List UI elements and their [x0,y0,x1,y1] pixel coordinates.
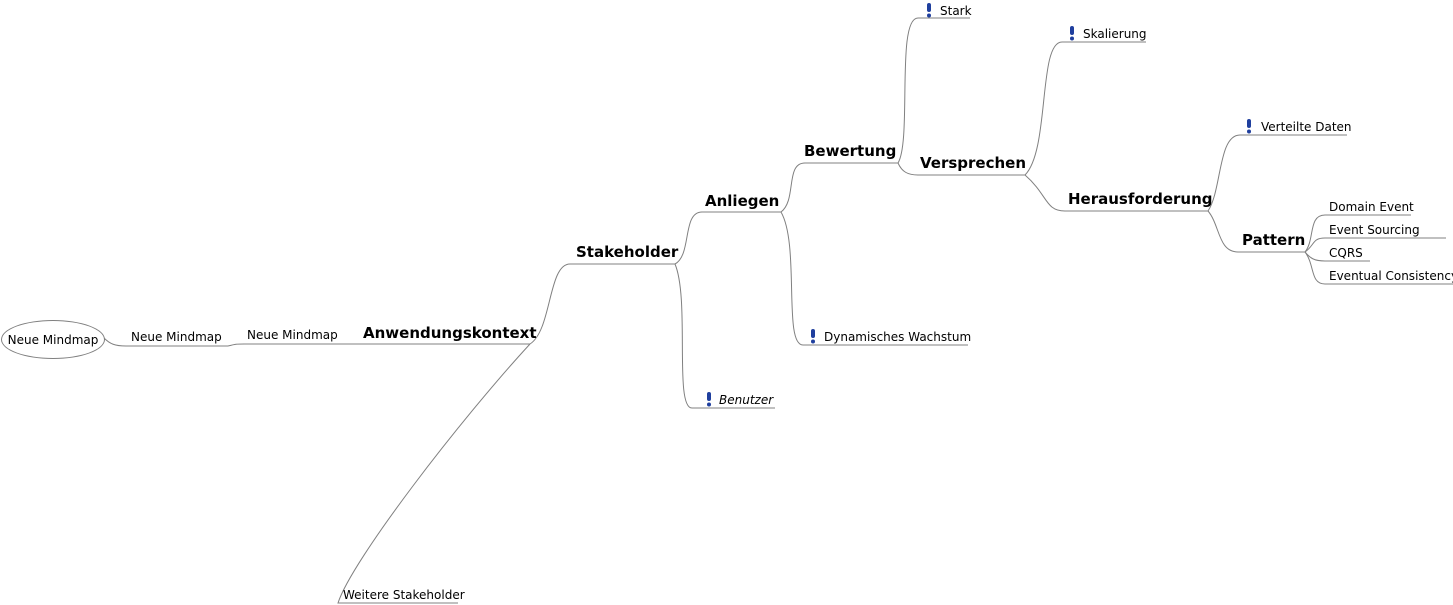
edge-pattern-eventual [1304,251,1453,285]
node-neue-mindmap-2[interactable]: Neue Mindmap [247,328,338,342]
node-stakeholder[interactable]: Stakeholder [576,243,679,261]
node-stark[interactable]: Stark [940,4,972,18]
edge-herausforderung-verteilte [1207,134,1347,212]
exclamation-icon [707,392,711,407]
node-eventual-consistency[interactable]: Eventual Consistency [1329,269,1453,283]
edge-stakeholder-benutzer [674,263,775,409]
edge-pattern-sourcing [1304,237,1446,253]
exclamation-icon [927,3,931,18]
edge-bewertung-stark [897,17,970,164]
node-event-sourcing[interactable]: Event Sourcing [1329,223,1420,237]
edge-versprechen-herausforderung [1024,174,1208,212]
edge-anliegen-dynamisch [780,211,968,346]
node-anwendungskontext[interactable]: Anwendungskontext [363,324,537,342]
mindmap-root-node[interactable]: Neue Mindmap [1,320,105,359]
node-cqrs[interactable]: CQRS [1329,246,1363,260]
node-benutzer[interactable]: Benutzer [719,393,774,407]
node-versprechen[interactable]: Versprechen [920,154,1027,172]
node-verteilte-daten[interactable]: Verteilte Daten [1261,120,1352,134]
node-neue-mindmap-1[interactable]: Neue Mindmap [131,330,222,344]
node-anliegen[interactable]: Anliegen [705,192,780,210]
node-pattern[interactable]: Pattern [1242,231,1306,249]
node-skalierung[interactable]: Skalierung [1083,27,1147,41]
node-dynamisches-wachstum[interactable]: Dynamisches Wachstum [824,330,972,344]
edge-anliegen-bewertung [780,162,898,213]
node-herausforderung[interactable]: Herausforderung [1068,190,1213,208]
edge-pattern-domain [1304,214,1411,253]
edge-anwendung-stakeholder [529,263,675,345]
exclamation-icon [1247,119,1251,134]
node-domain-event[interactable]: Domain Event [1329,200,1414,214]
edge-neue1-neue2 [227,343,345,347]
exclamation-icon [1070,26,1074,41]
node-bewertung[interactable]: Bewertung [804,142,897,160]
edge-herausforderung-pattern [1207,210,1305,253]
edge-versprechen-skalierung [1024,41,1146,176]
node-weitere-stakeholder[interactable]: Weitere Stakeholder [343,588,465,602]
edge-stakeholder-anliegen [674,211,781,265]
edge-root-neue1 [103,337,228,347]
edge-bewertung-versprechen [897,162,1025,176]
exclamation-icon [811,329,815,344]
edge-anwendung-weitere [337,343,531,604]
